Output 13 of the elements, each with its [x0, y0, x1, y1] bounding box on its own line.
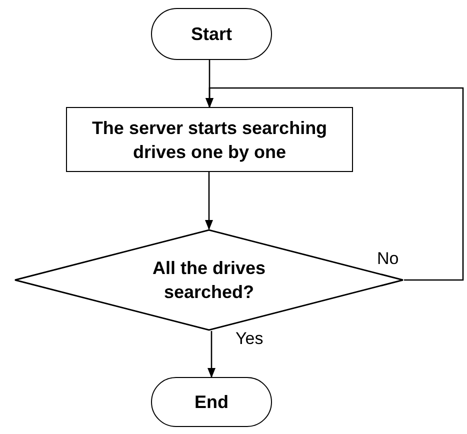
- edge-label: Yes: [234, 330, 266, 347]
- arrow: [206, 87, 464, 281]
- terminal-pill: [151, 8, 272, 60]
- process-box: [66, 107, 353, 172]
- terminal-pill: [151, 377, 272, 427]
- node-label: End: [194, 391, 228, 414]
- node-label: The server starts searching drives one by one: [90, 116, 328, 164]
- node-label: All the drives searched?: [151, 257, 267, 304]
- decision-diamond: [14, 229, 404, 331]
- arrow: [208, 331, 216, 378]
- arrow: [205, 172, 213, 230]
- node-label: Start: [190, 23, 232, 46]
- edge-label: No: [375, 250, 401, 267]
